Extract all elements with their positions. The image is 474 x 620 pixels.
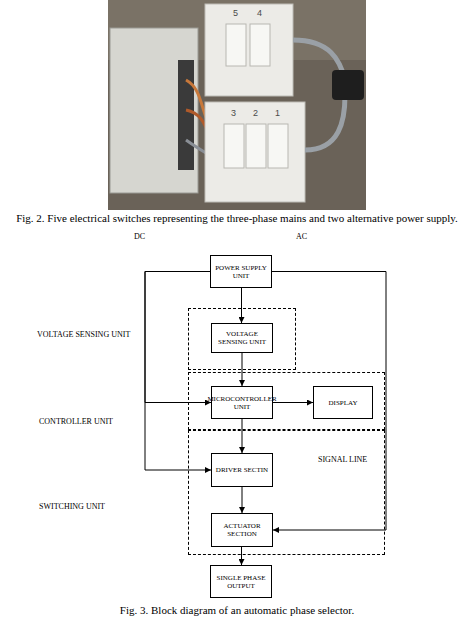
switch-photo bbox=[0, 0, 474, 212]
signal-connector bbox=[145, 272, 211, 403]
box-text: POWER SUPPLY UNIT bbox=[211, 264, 271, 280]
switch-rocker bbox=[246, 124, 266, 168]
callout-number: 4 bbox=[257, 8, 262, 19]
box-text: DISPLAY bbox=[327, 399, 360, 407]
plug bbox=[332, 70, 364, 100]
process-box: ACTUATOR SECTION bbox=[211, 513, 273, 547]
signal-connector bbox=[241, 547, 242, 565]
process-box: VOLTAGE SENSING UNIT bbox=[211, 323, 273, 353]
junction-box bbox=[110, 28, 198, 193]
cable bbox=[305, 95, 345, 150]
process-box: MICROCONTROLLER UNIT bbox=[211, 386, 273, 419]
box-text: ACTUATOR SECTION bbox=[212, 522, 272, 538]
callout-number: 2 bbox=[253, 108, 258, 119]
switch-plate bbox=[205, 4, 293, 96]
callout-number: 3 bbox=[231, 108, 236, 119]
unit-group: CONTROLLER UNITMICROCONTROLLER UNITDISPL… bbox=[188, 372, 385, 430]
group-label: CONTROLLER UNIT bbox=[39, 417, 113, 426]
signal-connector bbox=[242, 487, 243, 513]
box-text: SINGLE PHASE OUTPUT bbox=[211, 574, 271, 590]
signal-connector bbox=[273, 402, 313, 403]
photo-background bbox=[108, 0, 366, 210]
process-box: DRIVER SECTIN bbox=[211, 453, 273, 487]
signal-label: DC bbox=[134, 232, 145, 242]
process-box: SINGLE PHASE OUTPUT bbox=[210, 565, 272, 598]
signal-connector bbox=[272, 272, 386, 531]
box-text: DRIVER SECTIN bbox=[214, 466, 270, 474]
figure-caption: Fig. 2. Five electrical switches represe… bbox=[6, 212, 468, 225]
switch-plate bbox=[205, 102, 305, 202]
callout-number: 1 bbox=[275, 108, 280, 119]
switch-rocker bbox=[224, 124, 244, 168]
unit-group: SWITCHING UNITDRIVER SECTINACTUATOR SECT… bbox=[188, 430, 385, 555]
signal-connector bbox=[242, 353, 243, 386]
terminal-strip bbox=[178, 60, 194, 170]
callout-number: 5 bbox=[233, 8, 238, 19]
box-text: VOLTAGE SENSING UNIT bbox=[212, 330, 272, 346]
figure-caption: Fig. 3. Block diagram of an automatic ph… bbox=[0, 604, 474, 616]
box-text: MICROCONTROLLER UNIT bbox=[205, 395, 278, 411]
switch-rocker bbox=[268, 124, 288, 168]
signal-connector bbox=[241, 288, 242, 323]
signal-label: SIGNAL LINE bbox=[318, 455, 367, 465]
group-label: SWITCHING UNIT bbox=[39, 502, 105, 511]
process-box: DISPLAY bbox=[313, 386, 373, 419]
signal-connector bbox=[145, 272, 211, 471]
signal-label: AC bbox=[296, 232, 307, 242]
switch-rocker bbox=[250, 24, 270, 66]
signal-connector bbox=[242, 419, 243, 453]
switch-rocker bbox=[226, 24, 246, 66]
process-box: POWER SUPPLY UNIT bbox=[210, 255, 272, 288]
group-label: VOLTAGE SENSING UNIT bbox=[37, 330, 130, 339]
